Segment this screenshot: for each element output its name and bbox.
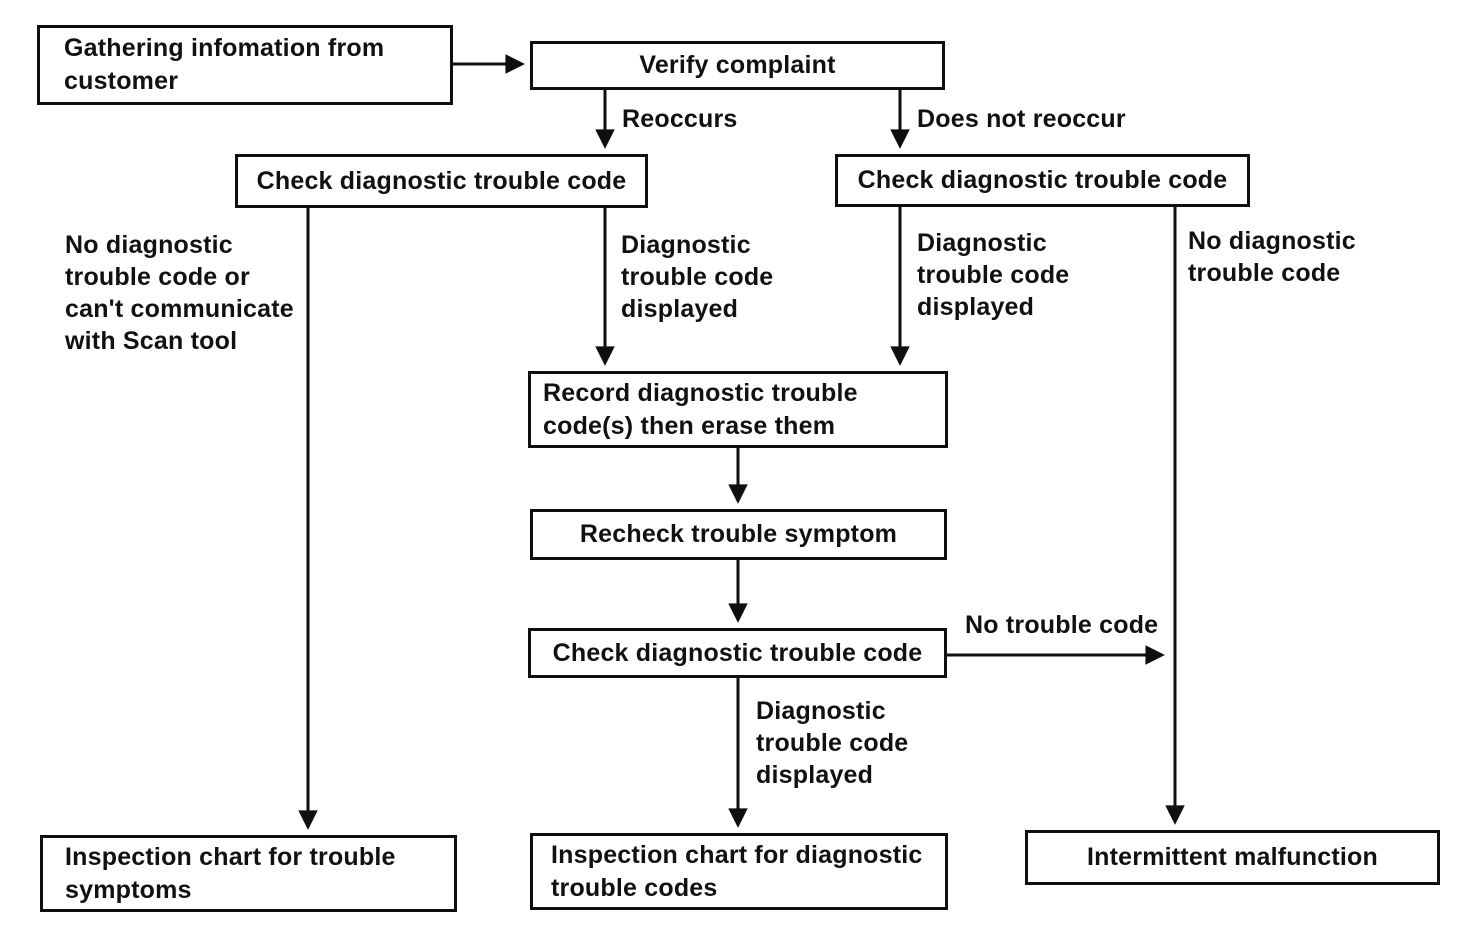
- edge-label-no-trouble-code: No trouble code: [965, 611, 1159, 639]
- node-label: Recheck trouble symptom: [579, 520, 898, 548]
- node-label: Record diagnostic trouble code(s) then e…: [543, 378, 858, 440]
- node-label: Intermittent malfunction: [1087, 843, 1378, 871]
- node-label: Check diagnostic trouble code: [857, 166, 1228, 194]
- node-label: Verify complaint: [639, 51, 836, 79]
- edge-label-no-dtc-or-cant-communicate: No diagnostic trouble code or can't comm…: [65, 231, 294, 355]
- node-recheck-trouble-symptom: Recheck trouble symptom: [530, 509, 947, 560]
- node-check-dtc-right: Check diagnostic trouble code: [835, 154, 1250, 207]
- node-gathering-information: Gathering infomation from customer: [37, 25, 453, 105]
- node-label: Inspection chart for diagnostic trouble …: [551, 840, 923, 902]
- node-inspection-chart-dtc: Inspection chart for diagnostic trouble …: [530, 833, 948, 910]
- edge-label-does-not-reoccur: Does not reoccur: [917, 105, 1126, 133]
- node-check-dtc-middle: Check diagnostic trouble code: [528, 628, 947, 678]
- node-label: Check diagnostic trouble code: [256, 166, 627, 195]
- node-label: Check diagnostic trouble code: [552, 638, 923, 667]
- edge-label-dtc-displayed-left: Diagnostic trouble code displayed: [621, 231, 774, 323]
- node-label: Inspection chart for trouble symptoms: [65, 842, 396, 904]
- edge-label-reoccurs: Reoccurs: [622, 105, 738, 133]
- edge-label-dtc-displayed-right: Diagnostic trouble code displayed: [917, 229, 1070, 321]
- edge-label-no-dtc: No diagnostic trouble code: [1188, 227, 1356, 287]
- node-intermittent-malfunction: Intermittent malfunction: [1025, 830, 1440, 885]
- node-check-dtc-left: Check diagnostic trouble code: [235, 154, 648, 208]
- node-record-erase-dtc: Record diagnostic trouble code(s) then e…: [528, 371, 948, 448]
- node-verify-complaint: Verify complaint: [530, 41, 945, 90]
- edge-label-dtc-displayed-bottom: Diagnostic trouble code displayed: [756, 697, 909, 789]
- node-inspection-chart-trouble-symptoms: Inspection chart for trouble symptoms: [40, 835, 457, 912]
- node-label: Gathering infomation from customer: [64, 34, 385, 95]
